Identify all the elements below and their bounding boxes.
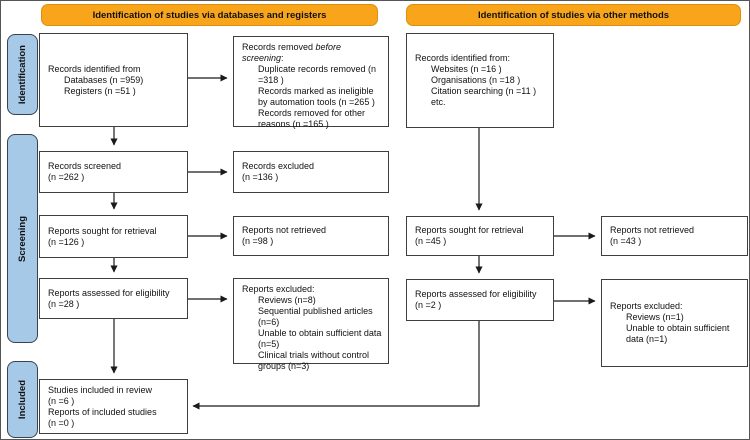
- box-text: Reports assessed for eligibility: [48, 287, 170, 298]
- box-text: Records marked as ineligible by automati…: [258, 86, 375, 107]
- box-reports-excluded-databases: Reports excluded: Reviews (n=8) Sequenti…: [233, 278, 389, 371]
- box-text: (n =6 ): [48, 395, 75, 406]
- box-text: Records removed before screening:: [242, 42, 384, 64]
- box-reports-assessed-databases: Reports assessed for eligibility (n =28 …: [39, 278, 188, 319]
- box-text: Reports excluded:: [242, 284, 315, 294]
- box-text: Unable to obtain sufficient data (n=5): [258, 328, 382, 349]
- box-text: Reports of included studies: [48, 406, 157, 417]
- box-reports-sought-other: Reports sought for retrieval (n =45 ): [406, 216, 554, 256]
- box-reports-not-retrieved-databases: Reports not retrieved (n =98 ): [233, 216, 389, 256]
- box-text: (n =262 ): [48, 172, 85, 182]
- box-text: Records excluded: [242, 161, 315, 171]
- box-text: Organisations (n =18 ): [431, 75, 521, 85]
- box-records-excluded: Records excluded (n =136 ): [233, 151, 389, 193]
- phase-identification-label: Identification: [17, 44, 28, 105]
- box-text: Records identified from:: [415, 53, 511, 63]
- phase-included-label: Included: [17, 379, 28, 420]
- box-text: Records identified from: [48, 63, 141, 74]
- box-records-removed-before-screening: Records removed before screening: Duplic…: [233, 36, 389, 129]
- phase-included: Included: [7, 361, 38, 438]
- banner-databases-registers: Identification of studies via databases …: [41, 4, 378, 26]
- box-text: Registers (n =51 ): [64, 85, 136, 96]
- box-text: Reports sought for retrieval: [48, 225, 157, 236]
- box-text: Reports not retrieved: [242, 225, 327, 235]
- title-suffix: :: [281, 53, 284, 63]
- box-text: Websites (n =16 ): [431, 64, 502, 74]
- box-text: (n =136 ): [242, 172, 279, 182]
- box-text: Reports not retrieved: [610, 225, 695, 235]
- box-reports-assessed-other: Reports assessed for eligibility (n =2 ): [406, 279, 554, 321]
- box-text: Studies included in review: [48, 384, 153, 395]
- banner-other-methods: Identification of studies via other meth…: [406, 4, 741, 26]
- box-text: (n =45 ): [415, 236, 447, 246]
- box-text: Reviews (n=8): [258, 295, 316, 305]
- phase-screening: Screening: [7, 134, 38, 343]
- box-text: Duplicate records removed (n =318 ): [258, 64, 377, 85]
- box-text: Reports assessed for eligibility: [415, 289, 537, 299]
- box-reports-excluded-other: Reports excluded: Reviews (n=1) Unable t…: [601, 279, 748, 367]
- box-text: Records screened: [48, 161, 122, 171]
- box-text: Clinical trials without control groups (…: [258, 350, 370, 371]
- box-text: (n =126 ): [48, 236, 85, 247]
- box-text: Unable to obtain sufficient data (n=1): [626, 323, 730, 344]
- box-records-screened: Records screened (n =262 ): [39, 151, 188, 193]
- phase-screening-label: Screening: [17, 215, 28, 262]
- box-text: (n =28 ): [48, 298, 80, 309]
- title-italic: before screening: [242, 42, 342, 63]
- box-text: etc.: [431, 97, 446, 107]
- phase-identification: Identification: [7, 34, 38, 115]
- box-records-identified-other: Records identified from: Websites (n =16…: [406, 33, 554, 128]
- box-records-identified-databases: Records identified from Databases (n =95…: [39, 33, 188, 127]
- title-prefix: Records removed: [242, 42, 316, 52]
- box-text: (n =43 ): [610, 236, 642, 246]
- box-reports-not-retrieved-other: Reports not retrieved (n =43 ): [601, 216, 748, 256]
- box-text: Reviews (n=1): [626, 312, 684, 322]
- box-text: Sequential published articles (n=6): [258, 306, 373, 327]
- box-reports-sought-databases: Reports sought for retrieval (n =126 ): [39, 215, 188, 258]
- box-text: Citation searching (n =11 ): [431, 86, 537, 96]
- box-text: Records removed for other reasons (n =16…: [258, 108, 366, 129]
- box-text: (n =0 ): [48, 417, 75, 428]
- box-text: Reports sought for retrieval: [415, 225, 524, 235]
- box-text: Reports excluded:: [610, 301, 683, 311]
- box-text: Databases (n =959): [64, 74, 144, 85]
- box-studies-included: Studies included in review (n =6 ) Repor…: [39, 379, 188, 434]
- box-text: (n =2 ): [415, 300, 442, 310]
- box-text: (n =98 ): [242, 236, 274, 246]
